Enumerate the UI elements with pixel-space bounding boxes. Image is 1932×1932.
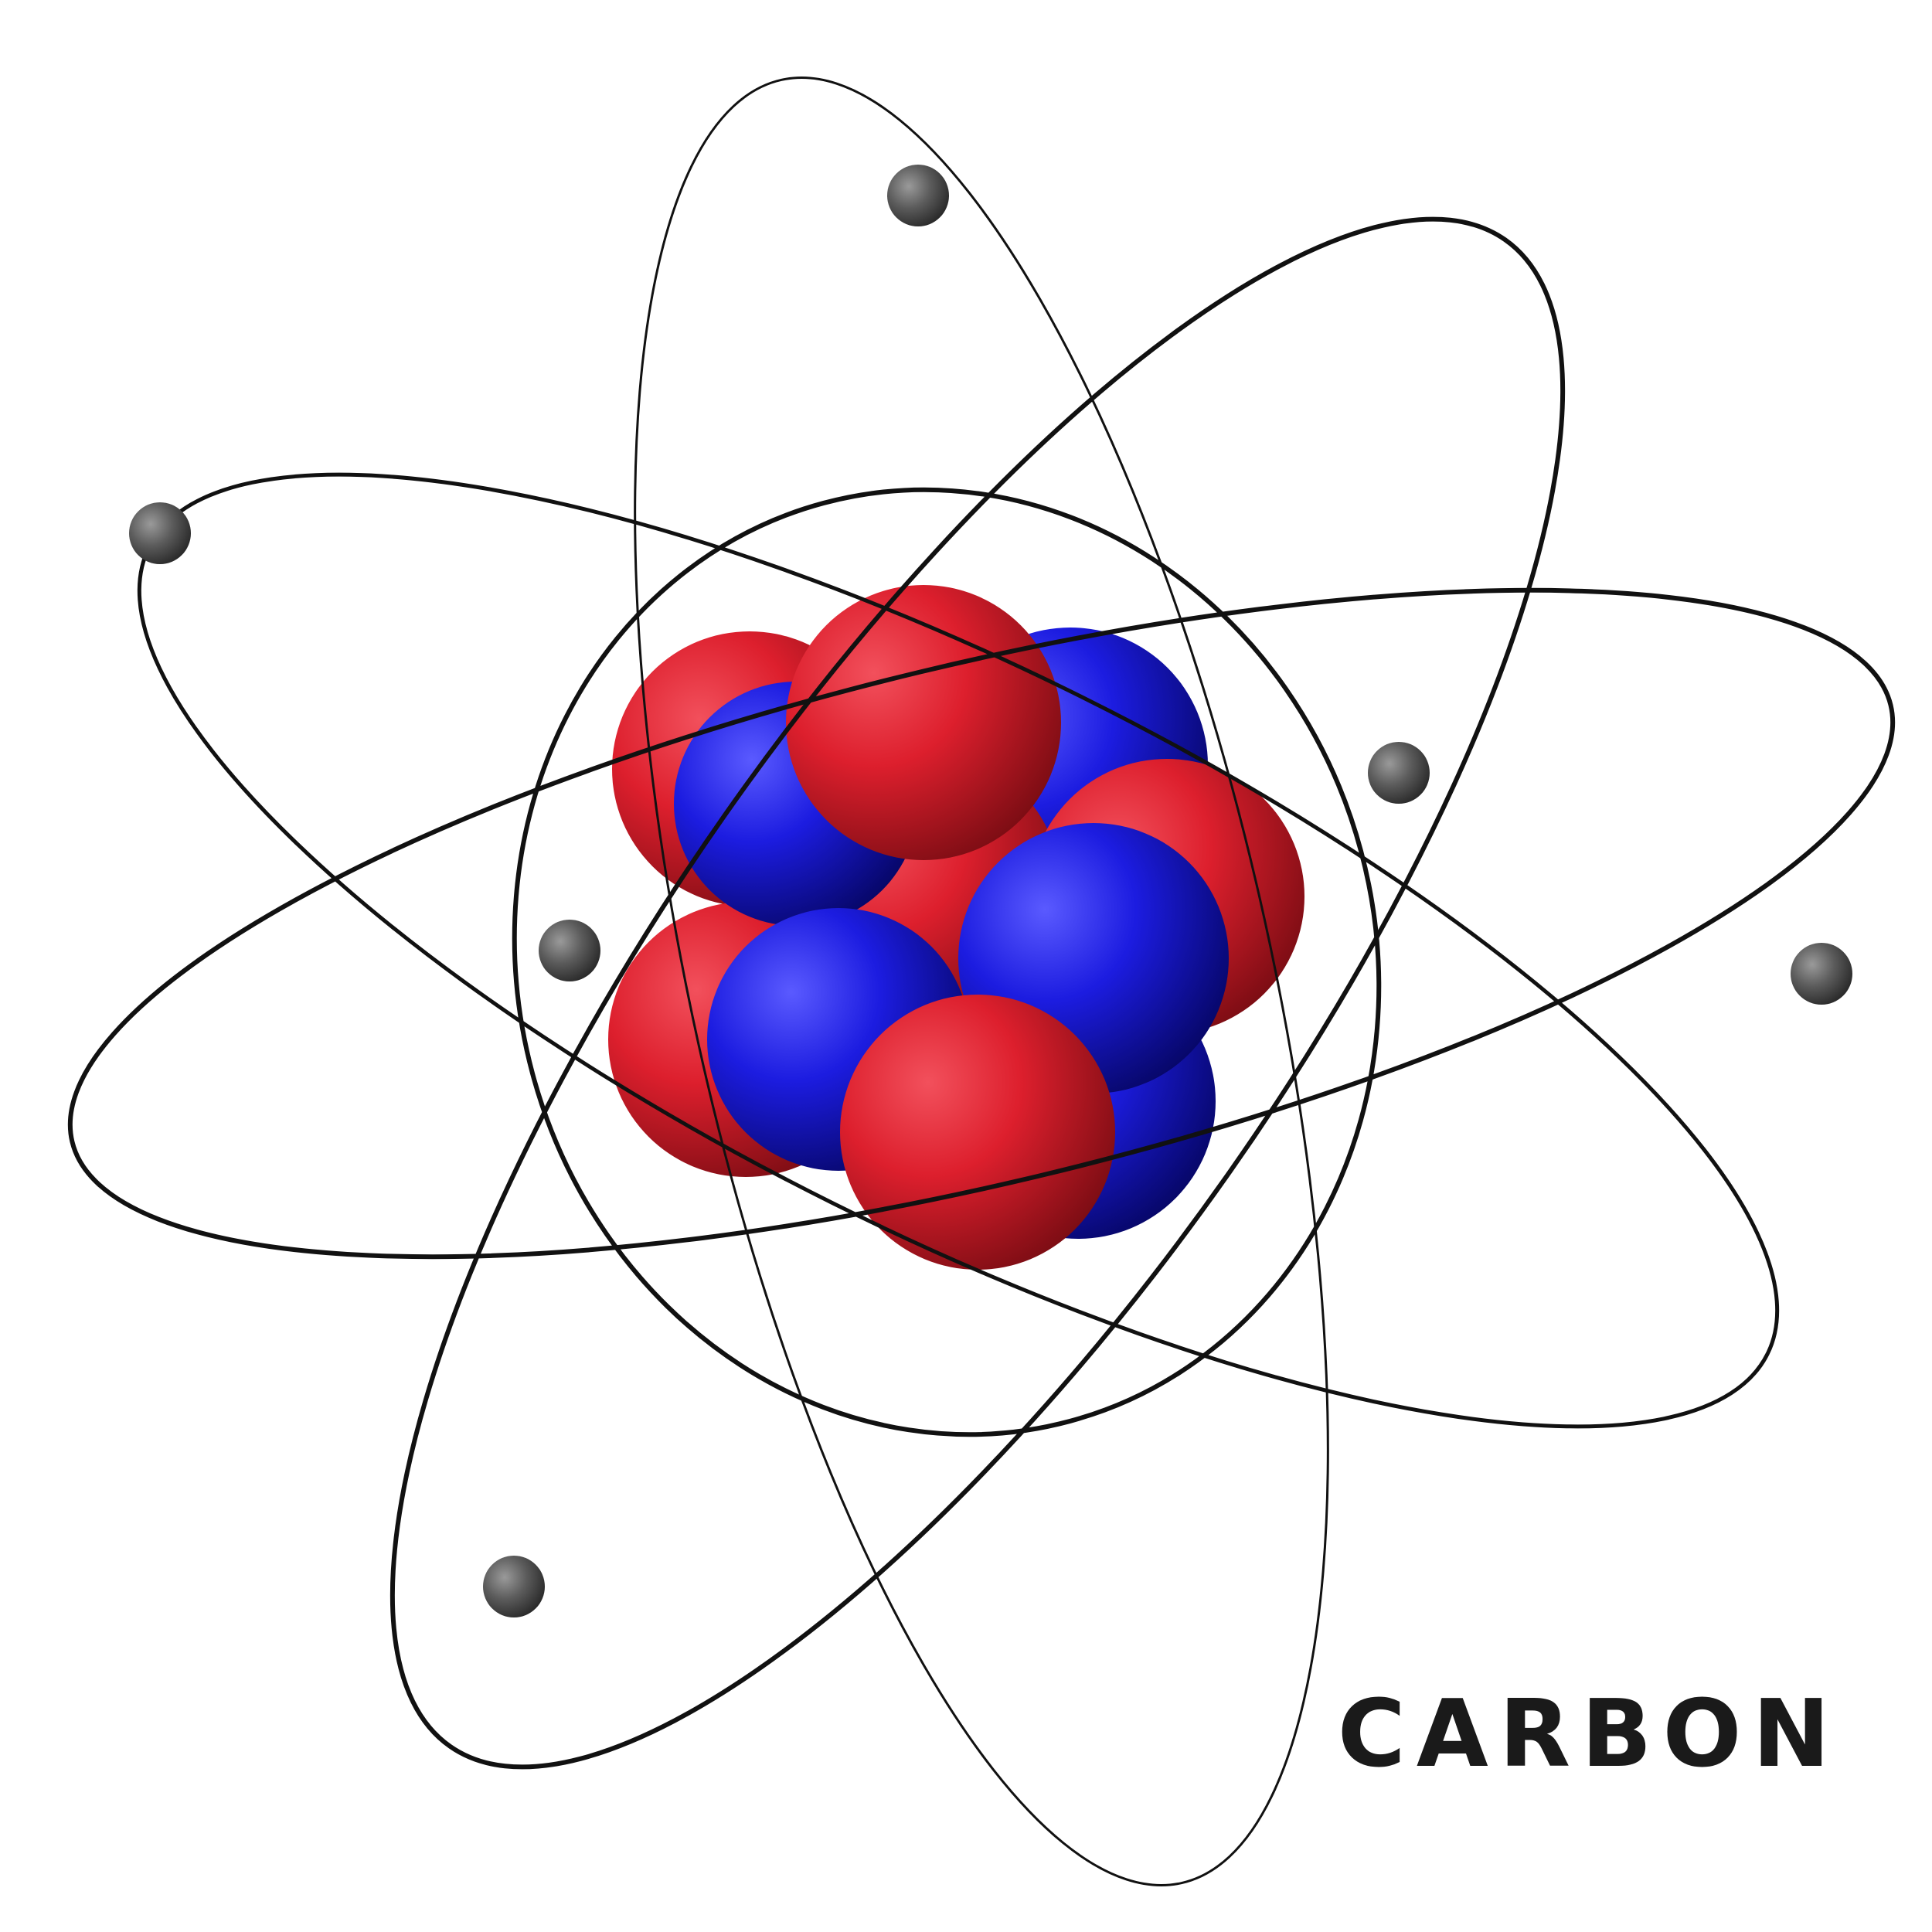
electron xyxy=(539,920,600,981)
orbit-inner xyxy=(512,487,1382,1437)
electron xyxy=(483,1556,545,1617)
orbit-vertical xyxy=(634,77,1329,1886)
electron xyxy=(1368,742,1430,804)
electron xyxy=(129,502,191,564)
nucleus xyxy=(608,585,1304,1270)
electron xyxy=(1791,943,1852,1005)
proton xyxy=(786,585,1061,860)
orbit-diagonal-right xyxy=(389,216,1566,1770)
orbit-horizontal xyxy=(67,587,1896,1260)
electrons xyxy=(129,165,1852,1617)
element-name-label: CARBON xyxy=(1337,1681,1841,1788)
proton xyxy=(840,995,1115,1270)
electron xyxy=(887,165,949,226)
